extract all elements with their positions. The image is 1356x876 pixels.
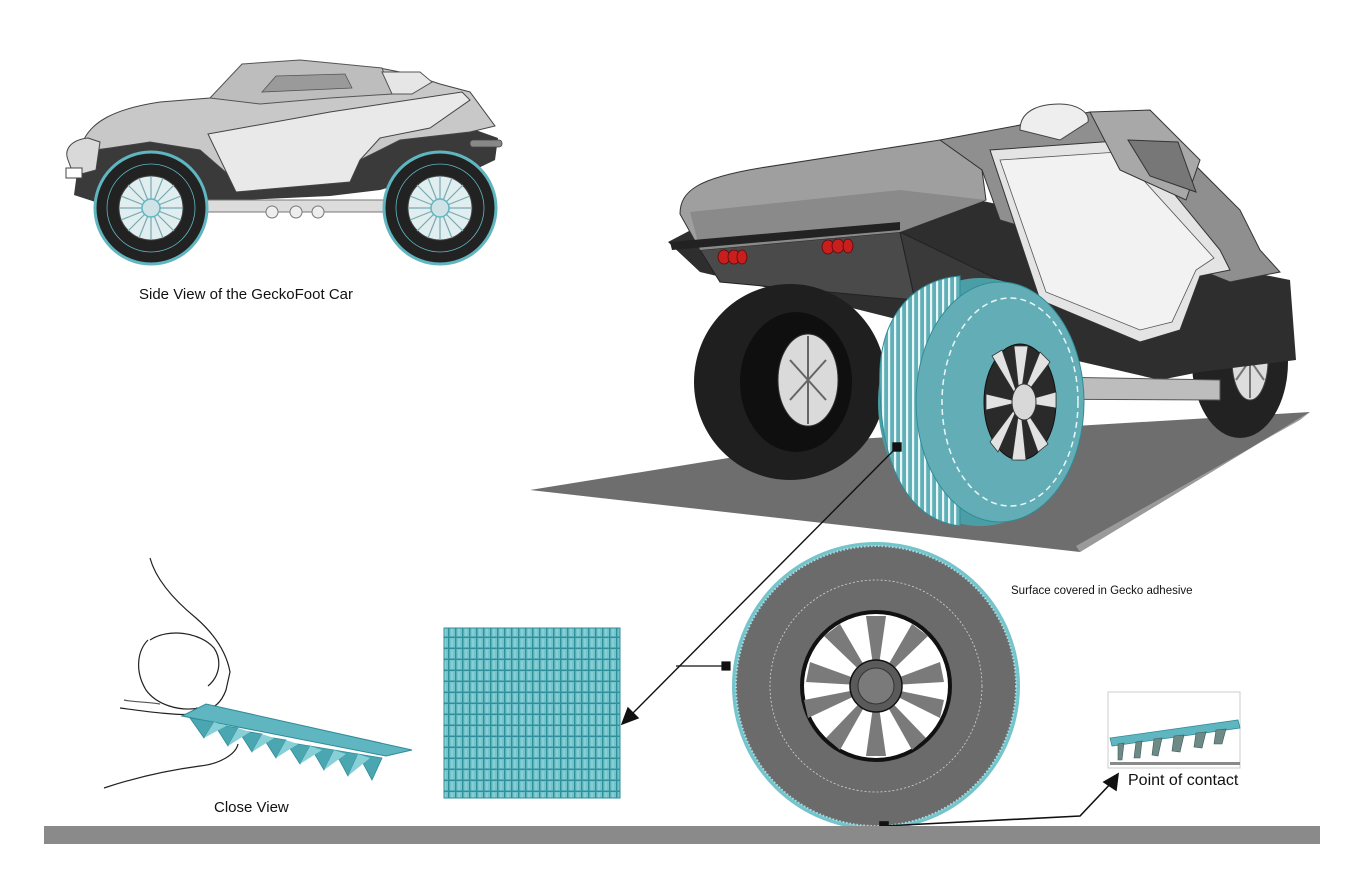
surface-caption: Surface covered in Gecko adhesive (1011, 585, 1193, 597)
car-rear-icon (530, 103, 1310, 552)
adhesive-strip-icon (180, 703, 413, 781)
finger-icon (103, 557, 239, 789)
ground-bar (44, 826, 1320, 844)
adhesive-pattern-icon (443, 627, 621, 799)
contact-caption: Point of contact (1128, 772, 1239, 789)
car-side-icon (65, 59, 503, 266)
pattern-arrow (620, 442, 902, 726)
side-view-caption: Side View of the GeckoFoot Car (139, 286, 353, 303)
contact-inset (1107, 691, 1241, 769)
wheel-icon (732, 542, 1020, 830)
close-view-caption: Close View (214, 799, 289, 816)
wheel-connector (676, 661, 731, 671)
